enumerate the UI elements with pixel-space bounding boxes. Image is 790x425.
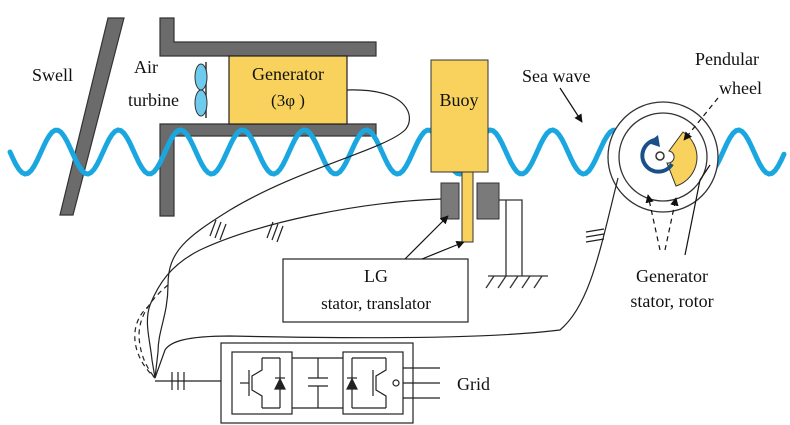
cable-owc	[154, 89, 410, 379]
grid-label: Grid	[457, 374, 490, 394]
pendular-arrow	[683, 97, 719, 141]
cables	[146, 89, 619, 379]
sea-wave-arrow	[559, 87, 583, 123]
generator-stator-arrow	[645, 194, 661, 251]
lg-stator-right	[476, 182, 500, 220]
lg-stator-left	[440, 182, 460, 220]
generator-phase-label: (3φ )	[271, 91, 305, 110]
lg-arrow-to-translator	[421, 240, 465, 260]
linear-generator	[440, 171, 548, 289]
power-converter	[220, 342, 440, 424]
annotation-arrows	[404, 87, 719, 260]
pendular-label: Pendular	[695, 49, 759, 69]
lg-translator	[461, 171, 474, 243]
stator-rotor-label: stator, rotor	[630, 291, 713, 311]
lg-label-box	[282, 258, 469, 323]
generator-label: Generator	[252, 64, 324, 84]
wheel-hub	[655, 151, 665, 161]
igbt-switch-icon	[240, 357, 286, 409]
fan-icon	[194, 62, 208, 118]
three-phase-marks	[171, 219, 605, 390]
lg-support-frame	[499, 199, 523, 276]
igbt-switch-icon	[346, 357, 400, 409]
buoy	[430, 59, 489, 173]
cable-dashes	[134, 284, 169, 379]
generator-bracket	[684, 164, 711, 256]
swell-label: Swell	[32, 65, 73, 85]
seabed-ground	[485, 275, 548, 289]
cable-wheel	[154, 177, 619, 379]
rotation-arrow-icon	[640, 138, 674, 174]
sea-wave-label: Sea wave	[522, 66, 590, 86]
generator-3phase-box	[228, 55, 348, 125]
lg-arrow-to-stator	[404, 215, 449, 260]
lg-label: LG	[364, 266, 388, 286]
lg-stator-translator-label: stator, translator	[321, 294, 431, 313]
grid-output-lines	[403, 367, 440, 399]
owc-front-wall	[59, 17, 125, 216]
generator-stator-rotor-title: Generator	[636, 266, 708, 286]
air-label: Air	[134, 57, 158, 77]
cable-lg	[146, 198, 442, 379]
wheel-rotor-sector	[666, 131, 698, 187]
pendular-wheel	[607, 101, 719, 213]
owc-upper-wall	[159, 17, 377, 57]
turbine-label: turbine	[128, 90, 179, 110]
capacitor-icon	[292, 357, 343, 409]
wheel-label: wheel	[719, 78, 762, 98]
buoy-label: Buoy	[439, 90, 478, 110]
